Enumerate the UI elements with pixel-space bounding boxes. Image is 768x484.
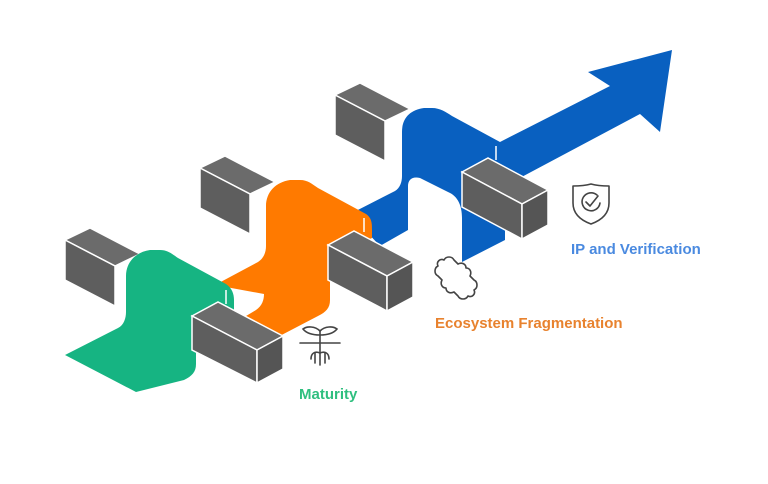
stage-label-ip-verification: IP and Verification xyxy=(571,241,701,258)
stage-label-ecosystem-fragmentation: Ecosystem Fragmentation xyxy=(435,315,623,332)
ribbon-ip-verification xyxy=(350,50,672,262)
barrier-block-back-1 xyxy=(63,227,142,308)
puzzle-piece-icon xyxy=(434,256,478,300)
barrier-block-front-3 xyxy=(460,157,550,241)
sprout-icon xyxy=(299,326,341,366)
ribbon-ecosystem-fragmentation xyxy=(215,180,372,340)
ribbon-maturity xyxy=(65,250,234,392)
barrier-block-front-1 xyxy=(190,301,285,385)
barrier-block-back-2 xyxy=(198,155,277,236)
stage-label-maturity: Maturity xyxy=(299,386,358,403)
shield-check-icon xyxy=(572,183,610,225)
barrier-block-front-2 xyxy=(326,230,415,313)
barrier-block-back-3 xyxy=(333,82,412,163)
